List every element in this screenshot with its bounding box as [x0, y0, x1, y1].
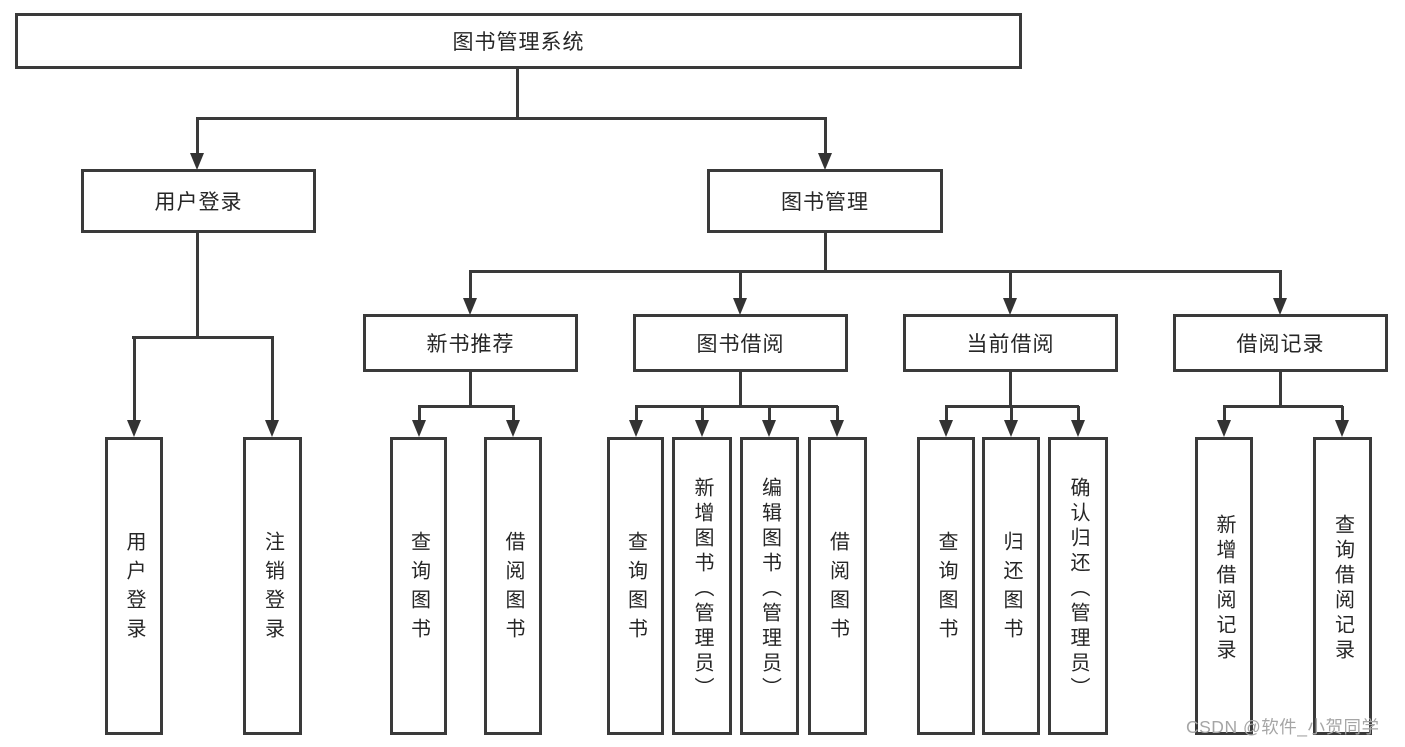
connector-line: [1279, 372, 1282, 408]
node-new-book-recommend: 新书推荐: [363, 314, 578, 372]
connector-arrow-down-icon: [830, 406, 845, 437]
leaf-add-borrow-record-label: 新增借阅记录: [1213, 514, 1235, 664]
leaf-query-book-1-label: 查询图书: [407, 531, 430, 647]
node-current-borrow: 当前借阅: [903, 314, 1118, 372]
connector-arrow-down-icon: [190, 118, 205, 170]
csdn-watermark: CSDN @软件_小贺同学: [1186, 717, 1380, 737]
connector-arrow-down-icon: [1273, 271, 1288, 315]
connector-line: [132, 336, 274, 339]
leaf-edit-book-admin-label: 编辑图书（管理员）: [758, 476, 781, 702]
connector-line: [469, 270, 1282, 273]
leaf-query-book-1: 查询图书: [390, 437, 447, 735]
leaf-borrow-book-1: 借阅图书: [484, 437, 542, 735]
node-user-login: 用户登录: [81, 169, 316, 233]
connector-line: [196, 117, 827, 120]
connector-line: [516, 68, 519, 119]
node-user-login-label: 用户登录: [154, 191, 243, 214]
leaf-query-borrow-record-label: 查询借阅记录: [1331, 514, 1354, 664]
leaf-logout: 注销登录: [243, 437, 302, 735]
connector-arrow-down-icon: [1003, 271, 1018, 315]
connector-arrow-down-icon: [1071, 406, 1086, 437]
connector-line: [469, 372, 472, 408]
connector-arrow-down-icon: [1217, 406, 1232, 437]
leaf-user-login: 用户登录: [105, 437, 163, 735]
connector-line: [418, 405, 515, 408]
connector-arrow-down-icon: [762, 406, 777, 437]
connector-arrow-down-icon: [506, 406, 521, 437]
connector-arrow-down-icon: [939, 406, 954, 437]
leaf-query-book-3-label: 查询图书: [935, 531, 957, 647]
connector-arrow-down-icon: [463, 271, 478, 315]
node-book-management: 图书管理: [707, 169, 943, 233]
node-borrow-records: 借阅记录: [1173, 314, 1388, 372]
connector-line: [196, 233, 199, 339]
leaf-return-book: 归还图书: [982, 437, 1040, 735]
node-borrow-records-label: 借阅记录: [1236, 333, 1325, 356]
connector-arrow-down-icon: [265, 337, 280, 437]
leaf-query-book-2-label: 查询图书: [624, 531, 647, 647]
connector-arrow-down-icon: [818, 118, 833, 170]
node-book-borrow-label: 图书借阅: [696, 333, 785, 356]
connector-arrow-down-icon: [1004, 406, 1019, 437]
node-new-book-recommend-label: 新书推荐: [426, 333, 515, 356]
node-library-system: 图书管理系统: [15, 13, 1022, 69]
node-book-borrow: 图书借阅: [633, 314, 848, 372]
leaf-borrow-book-2-label: 借阅图书: [826, 531, 849, 647]
node-library-system-label: 图书管理系统: [452, 31, 585, 54]
node-current-borrow-label: 当前借阅: [966, 333, 1055, 356]
leaf-add-book-admin: 新增图书（管理员）: [672, 437, 732, 735]
connector-line: [635, 405, 838, 408]
connector-arrow-down-icon: [127, 337, 142, 437]
connector-line: [824, 233, 827, 273]
leaf-confirm-return-admin: 确认归还（管理员）: [1048, 437, 1108, 735]
leaf-query-borrow-record: 查询借阅记录: [1313, 437, 1372, 735]
leaf-return-book-label: 归还图书: [1000, 531, 1022, 647]
connector-arrow-down-icon: [1335, 406, 1350, 437]
connector-arrow-down-icon: [733, 271, 748, 315]
leaf-borrow-book-1-label: 借阅图书: [502, 531, 524, 647]
connector-arrow-down-icon: [695, 406, 710, 437]
leaf-query-book-2: 查询图书: [607, 437, 664, 735]
leaf-edit-book-admin: 编辑图书（管理员）: [740, 437, 799, 735]
connector-arrow-down-icon: [412, 406, 427, 437]
leaf-confirm-return-admin-label: 确认归还（管理员）: [1067, 476, 1089, 702]
leaf-query-book-3: 查询图书: [917, 437, 975, 735]
node-book-management-label: 图书管理: [781, 191, 869, 214]
leaf-user-login-label: 用户登录: [123, 531, 145, 647]
leaf-add-book-admin-label: 新增图书（管理员）: [691, 476, 713, 702]
connector-arrow-down-icon: [629, 406, 644, 437]
connector-line: [1223, 405, 1343, 408]
leaf-add-borrow-record: 新增借阅记录: [1195, 437, 1253, 735]
leaf-borrow-book-2: 借阅图书: [808, 437, 867, 735]
leaf-logout-label: 注销登录: [261, 531, 284, 647]
connector-line: [1009, 372, 1012, 408]
connector-line: [739, 372, 742, 408]
